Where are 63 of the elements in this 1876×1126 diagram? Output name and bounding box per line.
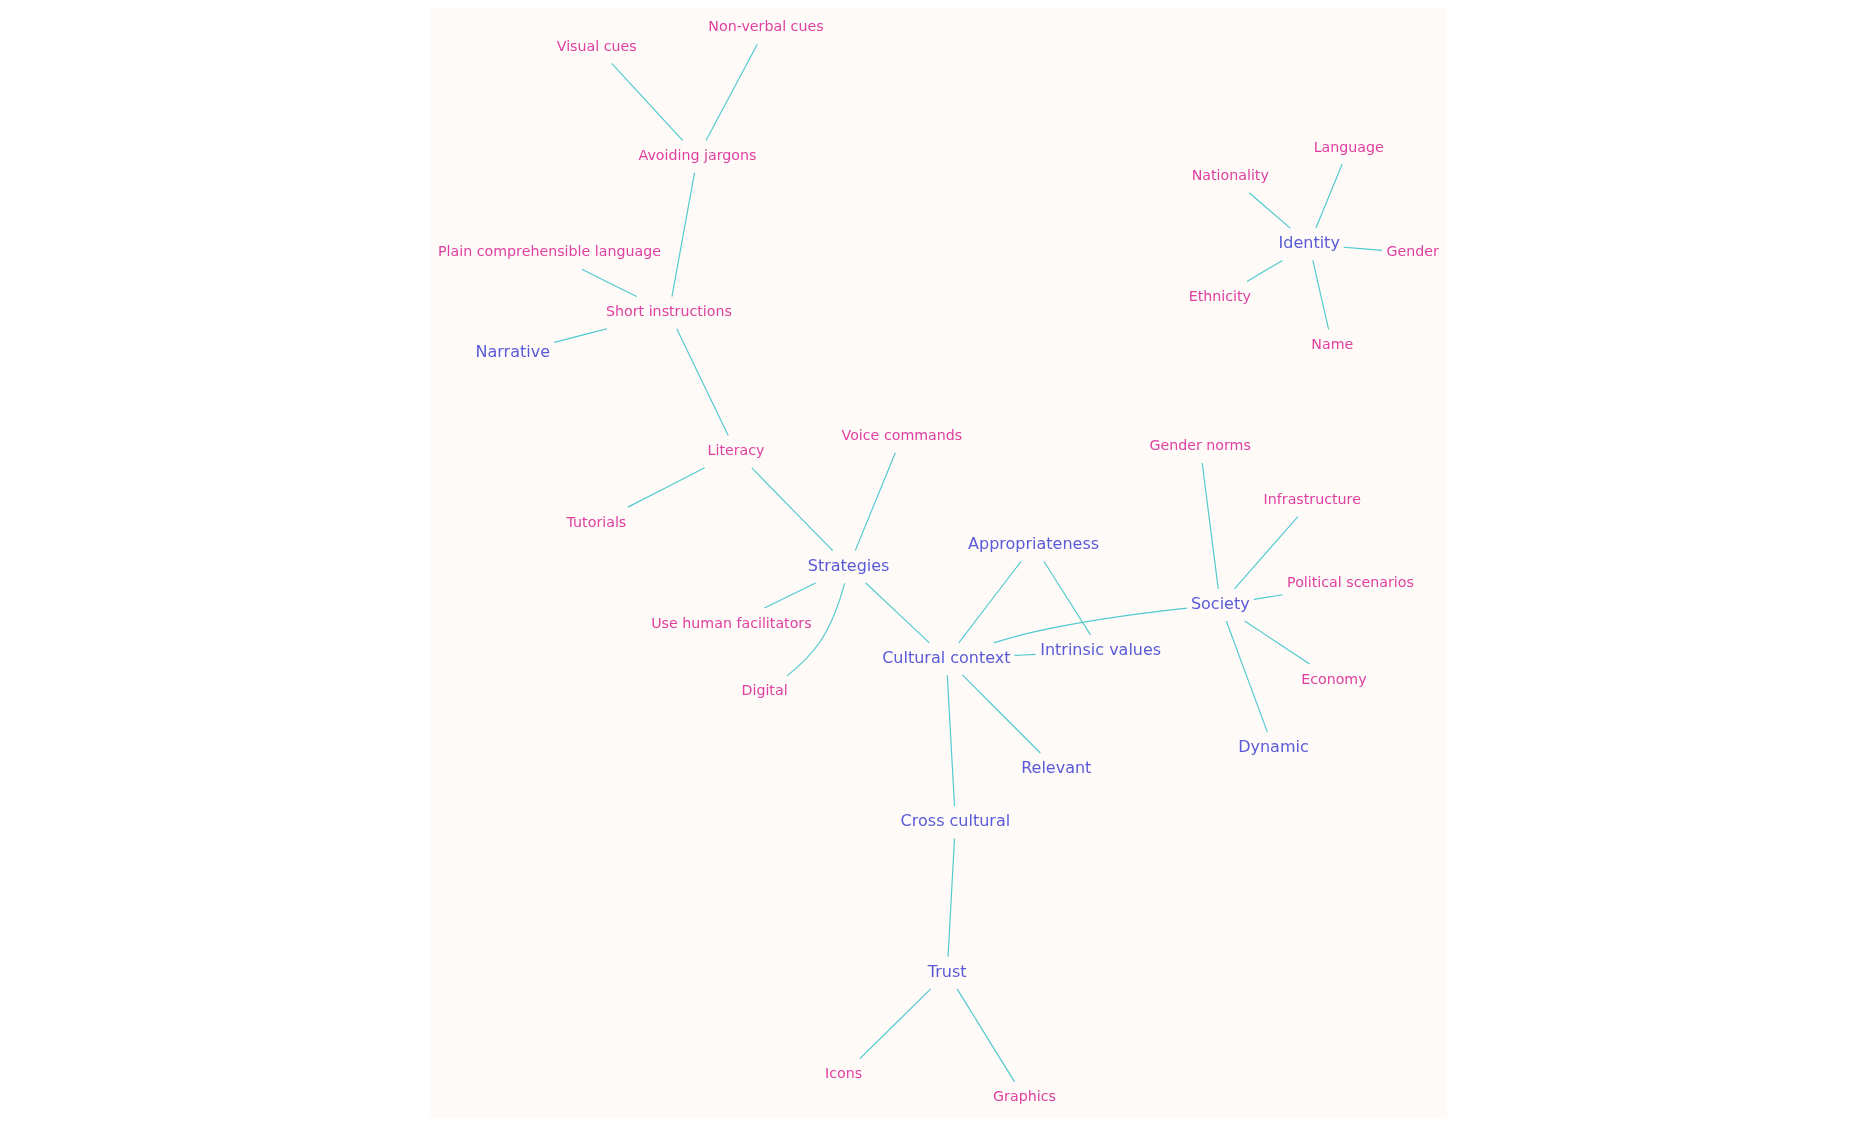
connector [1201, 462, 1219, 590]
node-text: Use human facilitators [651, 614, 812, 631]
connector [676, 328, 729, 437]
connector [1233, 516, 1299, 590]
node-text: Gender [1386, 243, 1439, 260]
node-text: Trust [927, 961, 967, 981]
node-text: Avoiding jargons [638, 146, 757, 163]
connector [627, 467, 706, 508]
node-text: Intrinsic values [1040, 639, 1162, 659]
node-text: Name [1311, 336, 1354, 353]
node-text: Voice commands [841, 427, 963, 444]
connector [854, 452, 896, 552]
connector [763, 582, 817, 609]
connector [1246, 259, 1283, 283]
node-text: Graphics [993, 1088, 1056, 1105]
node-text: Cultural context [882, 647, 1011, 667]
connector [1312, 259, 1330, 330]
node-text: Political scenarios [1287, 574, 1414, 591]
connector [1043, 560, 1092, 636]
connector [1248, 192, 1292, 229]
connector [859, 988, 932, 1060]
node-text: Ethnicity [1188, 288, 1252, 305]
node-text: Identity [1278, 233, 1340, 253]
node-text: Gender norms [1149, 437, 1251, 454]
node-text: Strategies [807, 555, 890, 575]
node-text: Non-verbal cues [708, 18, 824, 35]
connector [1315, 163, 1343, 229]
node-text: Dynamic [1238, 737, 1309, 757]
connector [958, 560, 1022, 644]
connector [956, 988, 1016, 1083]
node-text: Infrastructure [1263, 490, 1361, 507]
node-text: Appropriateness [968, 533, 1100, 553]
node-text: Relevant [1021, 757, 1092, 777]
connector [865, 582, 930, 644]
node-text: Visual cues [556, 37, 637, 54]
connector [946, 674, 956, 807]
connector [1343, 246, 1383, 251]
connector [553, 328, 608, 343]
connector [1013, 653, 1037, 656]
node-text: Nationality [1191, 166, 1269, 183]
node-text: Plain comprehensible language [438, 243, 661, 260]
connector [786, 582, 846, 677]
node-text: Short instructions [606, 303, 732, 320]
node-text: Icons [824, 1065, 863, 1082]
connector [751, 467, 834, 552]
connector [993, 607, 1188, 644]
connector [611, 62, 684, 142]
connector [1225, 620, 1268, 733]
node-text: Digital [741, 682, 788, 699]
node-text: Economy [1301, 670, 1367, 687]
connector [961, 674, 1041, 754]
node-text: Literacy [707, 442, 765, 459]
node-text: Tutorials [566, 513, 627, 530]
connector [581, 268, 638, 298]
connector [671, 172, 696, 298]
node-text: Cross cultural [900, 811, 1011, 831]
connector [947, 838, 956, 958]
connector [1244, 620, 1311, 665]
node-text: Society [1190, 593, 1250, 613]
node-text: Narrative [475, 342, 551, 362]
connector [705, 43, 758, 142]
connector [1253, 594, 1284, 600]
node-text: Language [1313, 138, 1384, 155]
